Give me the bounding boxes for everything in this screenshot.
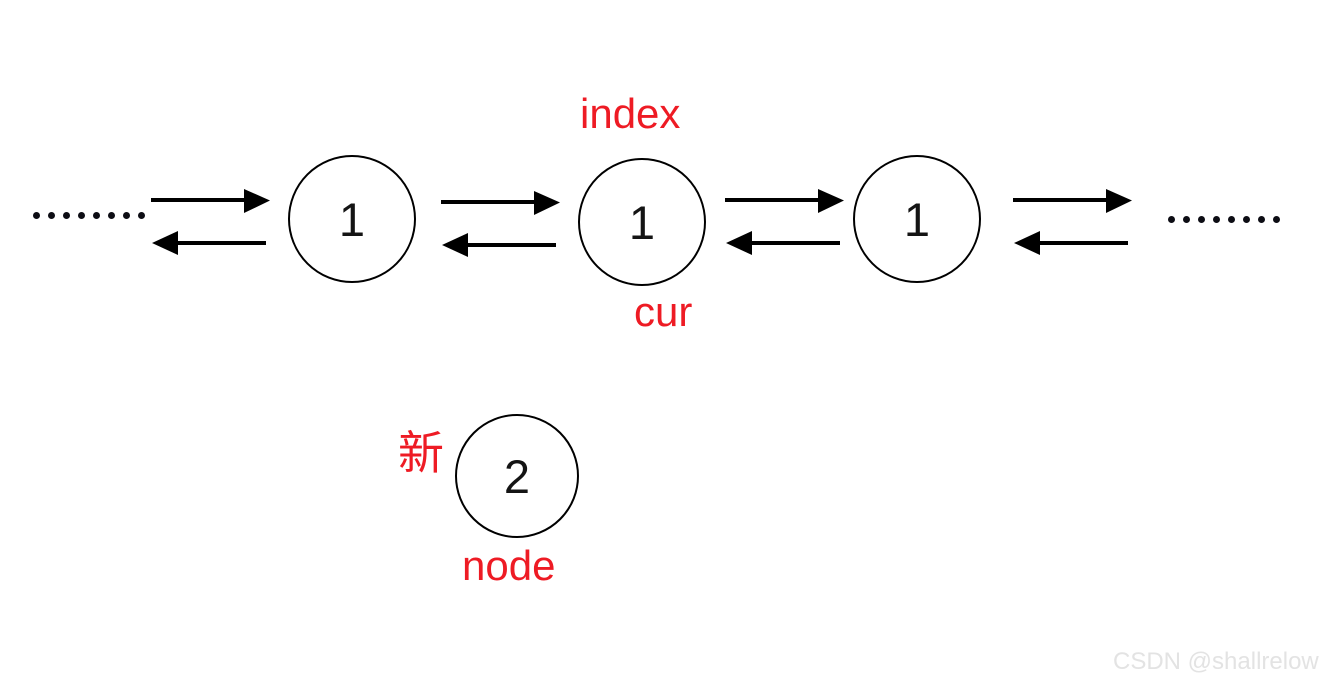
ellipsis-dot [48,212,55,219]
list-node[interactable]: 1 [853,155,981,283]
ellipsis-dot [93,212,100,219]
ellipsis-dot [63,212,70,219]
watermark: CSDN @shallrelow [1113,648,1319,675]
label-new-cjk: 新 [398,426,444,480]
ellipsis-dot [1213,216,1220,223]
ellipsis-dot [1168,216,1175,223]
arrow-pair-node2-node3 [722,188,848,258]
ellipsis-dot [1228,216,1235,223]
arrow-left-icon [442,233,556,257]
label-cur: cur [634,288,693,335]
label-node: node [462,542,556,589]
ellipsis-dot [1258,216,1265,223]
ellipsis-dot [1273,216,1280,223]
arrow-left-icon [726,231,840,255]
ellipsis-left [33,212,145,219]
arrow-left-icon [152,231,266,255]
ellipsis-dot [108,212,115,219]
ellipsis-dot [1183,216,1190,223]
arrow-right-icon [725,189,844,213]
label-index: index [580,90,681,137]
new-node[interactable]: 2 [455,414,579,538]
ellipsis-dot [1198,216,1205,223]
arrow-right-icon [1013,189,1132,213]
ellipsis-dot [78,212,85,219]
node-value: 2 [503,449,531,503]
list-node[interactable]: 1 [288,155,416,283]
ellipsis-dot [33,212,40,219]
arrow-left-icon [1014,231,1128,255]
ellipsis-dot [138,212,145,219]
ellipsis-right [1168,216,1280,223]
arrow-pair-right-edge [1010,188,1136,258]
arrow-pair-node1-node2 [438,190,564,260]
list-node-current[interactable]: 1 [578,158,706,286]
arrow-right-icon [151,189,270,213]
node-value: 1 [628,195,656,249]
ellipsis-dot [1243,216,1250,223]
arrow-pair-left-edge [148,188,274,258]
ellipsis-dot [123,212,130,219]
node-value: 1 [338,192,366,246]
arrow-right-icon [441,191,560,215]
node-value: 1 [903,192,931,246]
